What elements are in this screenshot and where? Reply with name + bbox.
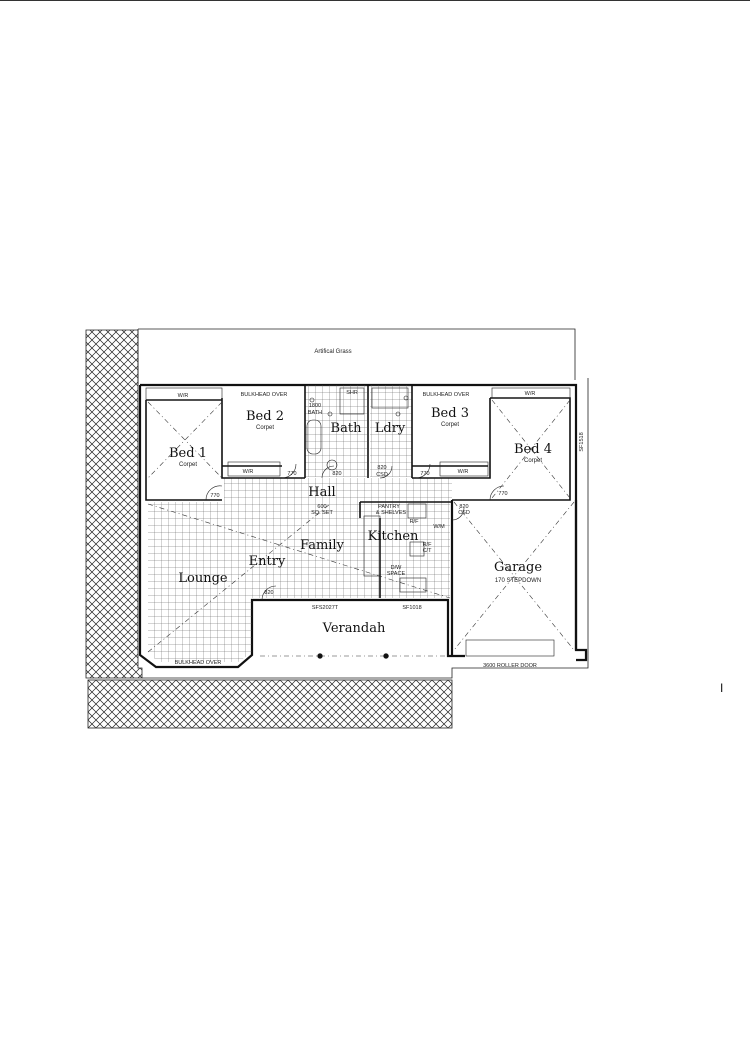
room-lounge: Lounge [178,571,228,586]
note-820-garage: 820 [459,504,468,510]
note-wr-bed2: W/R [243,469,254,475]
note-sfs: SFS2027T [312,605,339,611]
brick-paving-bottom [87,679,453,729]
tile-ldry [370,385,412,477]
note-shower: SHR [346,390,358,396]
note-770-bed2: 770 [287,471,296,477]
note-820-ldry: 820 [377,465,386,471]
page-mark: I [720,681,723,695]
note-ct: C/T [423,548,433,554]
note-bulkhead-right: BULKHEAD OVER [423,392,470,398]
garage-stepdown: 170 STEPDOWN [495,578,541,584]
note-770-bed4: 770 [498,491,507,497]
note-wr-bed3: W/R [458,469,469,475]
bed-1-floor: Corpet [179,462,197,468]
note-fridge: R/F [410,519,420,525]
note-rf: R/F [423,542,433,548]
room-bed-4: Bed 4 [514,442,552,457]
note-bath: BATH [308,410,322,416]
ceiling-diagonals [147,399,575,653]
note-dw: D/W [391,565,403,571]
room-entry: Entry [249,554,286,569]
note-770-bed3: 770 [420,471,429,477]
bed-4-floor: Corpet [524,458,542,464]
site-boundary [142,378,589,679]
artificial-grass-label: Artifical Grass [314,349,351,355]
artificial-grass-area [138,328,576,380]
garage-walls [450,500,578,656]
note-shelves: & SHELVES [376,510,406,516]
brick-paving-left [85,329,143,679]
door-swings [205,463,505,601]
note-wr-bed4: W/R [525,391,536,397]
note-wr-bed1: W/R [178,393,189,399]
note-820-bath: 820 [332,471,341,477]
note-wm: W/M [433,524,445,530]
room-garage: Garage [494,560,542,575]
room-bed-2: Bed 2 [246,409,284,424]
note-sf1518: SF1518 [579,432,585,451]
room-family: Family [300,538,345,553]
note-bulkhead-left: BULKHEAD OVER [241,392,288,398]
fixtures [306,387,555,659]
bed-3-floor: Corpet [441,422,459,428]
room-verandah: Verandah [322,621,386,636]
note-space: SPACE [387,571,406,577]
note-770-bed1: 770 [210,493,219,499]
note-csd-garage: CSD [458,510,470,516]
room-bath: Bath [331,421,363,436]
room-ldry: Ldry [375,421,406,436]
note-csd-ldry: CSD [376,472,388,478]
room-hall: Hall [308,485,335,500]
note-tile-600: 600 [317,504,326,510]
room-bed-1: Bed 1 [169,446,207,461]
outer-walls [138,383,588,669]
note-bulkhead-lounge: BULKHEAD OVER [175,660,222,666]
note-820-entry: 820 [264,590,273,596]
note-1800: 1800 [309,403,321,409]
tile-hall [224,478,452,502]
tile-living [148,502,450,662]
internal-walls [145,385,571,598]
note-pantry: PANTRY [378,504,400,510]
note-sf1018: SF1018 [402,605,421,611]
note-roller-door: 3600 ROLLER DOOR [483,663,537,669]
room-kitchen: Kitchen [368,529,419,544]
bed-2-floor: Corpet [256,425,274,431]
note-tile-sq-set: SQ. SET [311,510,333,516]
room-bed-3: Bed 3 [431,406,469,421]
wardrobe-lines [145,387,571,477]
